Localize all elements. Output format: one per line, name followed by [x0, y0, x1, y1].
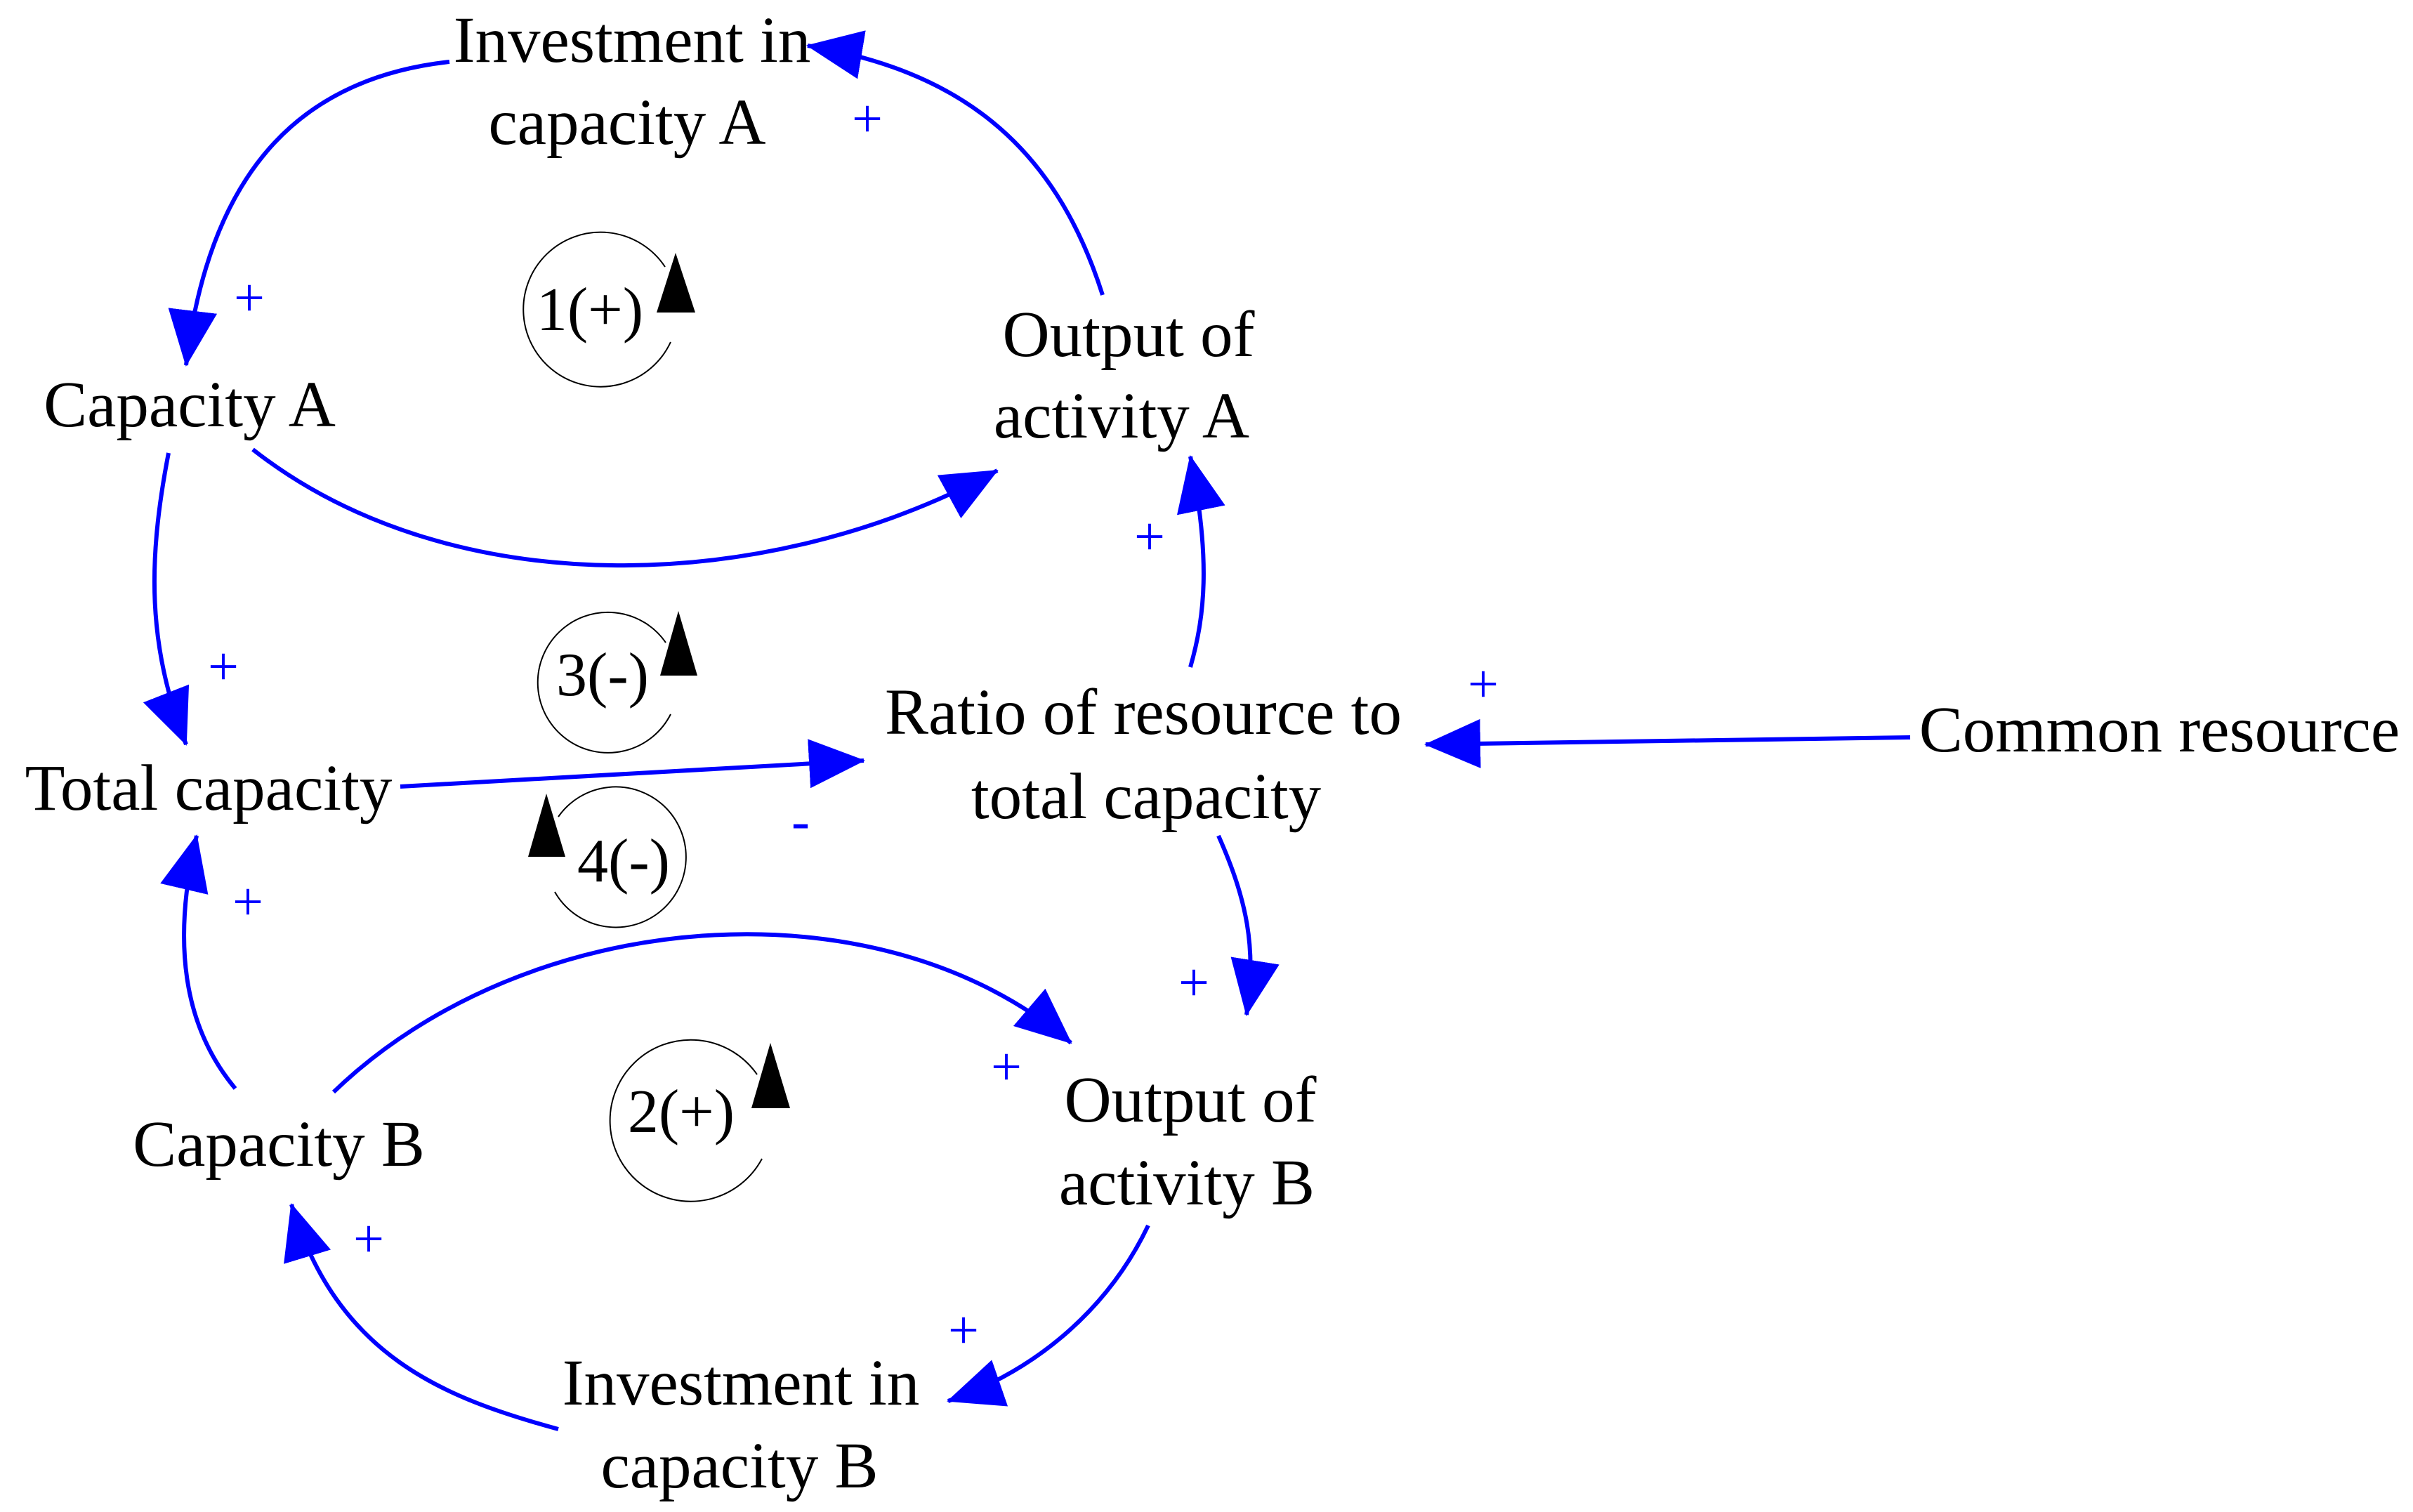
loop-4-arrowhead: [528, 794, 565, 857]
node-ratio-of-resource: Ratio of resource to total capacity: [885, 676, 1402, 833]
node-investment-b-line-1: Investment in: [563, 1347, 920, 1419]
link-investment-a-to-capacity-a: [168, 60, 450, 367]
loop-1-label: 1(+): [537, 276, 643, 344]
loop-3-label: 3(-): [556, 641, 649, 709]
link-capacity-a-to-output-a: [251, 447, 999, 568]
polarity-ratio-to-output-a: +: [1134, 506, 1165, 567]
link-output-b-to-investment-b: [947, 1224, 1150, 1407]
link-investment-b-to-capacity-b: [284, 1203, 559, 1431]
link-ratio-to-output-a: [1176, 455, 1225, 668]
polarities: + + + + + - + + + + +: [208, 88, 1499, 1360]
link-capacity-a-to-total-capacity: [143, 452, 190, 746]
node-capacity-b: Capacity B: [133, 1108, 425, 1181]
links: [143, 30, 1911, 1431]
link-capacity-b-to-total-capacity: [160, 834, 237, 1090]
node-capacity-a: Capacity A: [44, 369, 336, 441]
link-capacity-b-to-output-b: [331, 932, 1072, 1094]
node-output-b-line-2: activity B: [1059, 1147, 1315, 1219]
loop-4-label: 4(-): [577, 827, 670, 895]
loop-marker-2: 2(+): [609, 1039, 790, 1202]
link-ratio-to-output-b: [1216, 834, 1280, 1016]
node-output-of-activity-a: Output of activity A: [994, 298, 1255, 452]
node-total-capacity: Total capacity: [25, 752, 393, 824]
polarity-capacity-b-to-output-b: +: [991, 1036, 1022, 1097]
loop-marker-1: 1(+): [522, 231, 695, 388]
node-investment-a-line-1: Investment in: [454, 4, 811, 77]
node-total-capacity-label: Total capacity: [25, 752, 393, 824]
polarity-capacity-b-to-total: +: [232, 871, 263, 932]
loop-marker-4: 4(-): [528, 786, 687, 928]
polarity-output-b-to-investment-b: +: [948, 1299, 979, 1360]
node-common-resource-label: Common resource: [1919, 694, 2400, 766]
polarity-ratio-to-output-b: +: [1178, 952, 1209, 1013]
node-output-b-line-1: Output of: [1064, 1064, 1316, 1136]
polarity-common-to-ratio: +: [1468, 653, 1499, 714]
polarity-total-to-ratio: -: [791, 790, 810, 851]
node-capacity-a-label: Capacity A: [44, 369, 336, 441]
node-output-a-line-2: activity A: [994, 380, 1249, 452]
polarity-investment-b-to-capacity-b: +: [353, 1208, 384, 1269]
node-investment-in-capacity-a: Investment in capacity A: [454, 4, 811, 159]
node-ratio-line-2: total capacity: [971, 761, 1322, 833]
loop-1-arrowhead: [657, 253, 695, 313]
polarity-output-a-to-investment-a: +: [852, 88, 883, 149]
node-capacity-b-label: Capacity B: [133, 1108, 425, 1181]
node-investment-in-capacity-b: Investment in capacity B: [563, 1347, 920, 1502]
node-output-of-activity-b: Output of activity B: [1059, 1064, 1317, 1219]
node-investment-b-line-2: capacity B: [600, 1430, 878, 1502]
node-common-resource: Common resource: [1919, 694, 2400, 766]
node-investment-a-line-2: capacity A: [488, 86, 765, 159]
loop-2-label: 2(+): [628, 1078, 735, 1146]
link-output-a-to-investment-a: [806, 30, 1105, 296]
node-ratio-line-1: Ratio of resource to: [885, 676, 1402, 749]
polarity-capacity-a-to-total: +: [208, 636, 239, 697]
loop-3-arrowhead: [660, 611, 697, 676]
link-common-resource-to-ratio: [1424, 718, 1911, 768]
polarity-investment-a-to-capacity-a: +: [234, 267, 265, 328]
loop-marker-3: 3(-): [537, 611, 697, 754]
link-total-capacity-to-ratio: [400, 739, 865, 789]
node-output-a-line-1: Output of: [1002, 298, 1254, 371]
loop-2-arrowhead: [751, 1043, 790, 1108]
